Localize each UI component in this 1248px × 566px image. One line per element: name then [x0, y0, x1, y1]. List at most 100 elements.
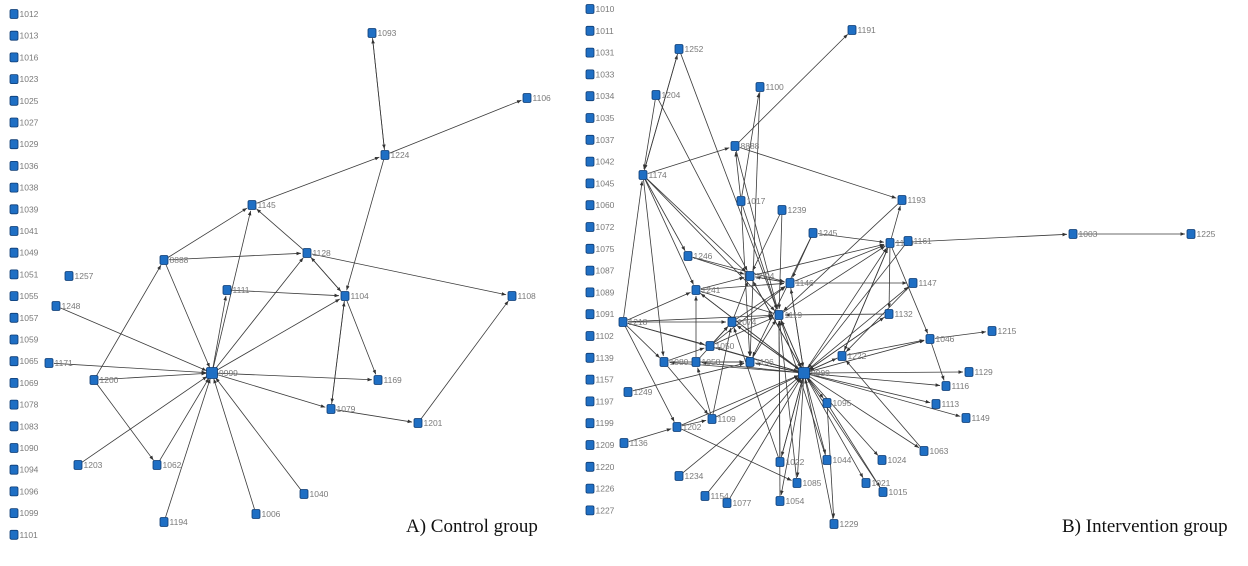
node-label: 1234 [685, 471, 704, 481]
isolate-node-intervention-1033: 1033 [585, 69, 615, 79]
node-marker [683, 251, 693, 261]
edge-intervention-1109-1074 [712, 327, 732, 415]
node-marker [9, 334, 19, 345]
node-intervention-1193: 1193 [897, 195, 926, 205]
edge-control-1145-1224 [256, 156, 380, 204]
node-marker [903, 236, 913, 246]
node-intervention-1046: 1046 [925, 334, 955, 344]
node-label: 1222 [848, 351, 867, 361]
node-label: 1215 [998, 326, 1017, 336]
node-marker [585, 113, 595, 123]
edge-intervention-9999-1046 [808, 339, 925, 373]
node-marker [774, 310, 784, 320]
node-marker [745, 271, 755, 281]
node-label: 1200 [100, 375, 119, 385]
isolate-node-intervention-1037: 1037 [585, 135, 615, 145]
edge-intervention-1241-1004 [700, 276, 745, 290]
node-intervention-1095: 1095 [822, 398, 852, 408]
node-marker [9, 9, 19, 19]
edge-intervention-1252-1174 [644, 53, 679, 170]
node-label: 8888 [741, 141, 760, 151]
node-intervention-1147: 1147 [908, 278, 937, 288]
edge-intervention-1189-1193 [890, 205, 901, 239]
edge-intervention-9999-1189 [806, 247, 888, 370]
node-marker [585, 374, 595, 385]
isolate-node-intervention-1042: 1042 [585, 157, 615, 167]
nodes-layer: 1012101310161023102510271029103610381039… [9, 4, 1216, 540]
node-label: 1038 [20, 183, 39, 193]
node-intervention-1003: 1003 [1068, 229, 1098, 239]
node-control-1171: 1171 [44, 358, 73, 368]
node-label: 1050 [716, 341, 735, 351]
node-marker [618, 317, 628, 327]
edge-intervention-1189-1003 [894, 232, 1068, 244]
edge-intervention-1147-1222 [845, 286, 910, 352]
node-marker [722, 498, 732, 508]
edge-intervention-1196-1119 [752, 319, 777, 358]
edge-intervention-1054-1119 [777, 320, 781, 497]
caption-intervention: B) Intervention group [1062, 516, 1228, 537]
edge-intervention-1222-1046 [846, 339, 925, 356]
node-marker [89, 375, 99, 385]
node-marker [585, 4, 595, 14]
node-marker [808, 228, 818, 238]
node-intervention-1080: 1080 [659, 357, 689, 367]
node-marker [373, 375, 383, 385]
node-label: 1074 [738, 317, 757, 327]
isolate-node-intervention-1227: 1227 [585, 505, 615, 515]
isolate-node-intervention-1157: 1157 [585, 374, 614, 385]
node-marker [251, 509, 261, 519]
node-intervention-1085: 1085 [792, 478, 822, 488]
edge-control-1248-9999 [60, 307, 207, 371]
edge-control-9999-1169 [216, 372, 373, 382]
edge-intervention-1080-1109 [666, 365, 709, 415]
node-label: 1145 [258, 200, 277, 210]
node-marker [585, 309, 595, 320]
node-marker [9, 204, 19, 215]
node-label: 1078 [20, 400, 39, 410]
node-label: 1201 [424, 418, 443, 428]
edge-control-1194-9999 [165, 378, 211, 518]
node-label: 1093 [378, 28, 397, 38]
edge-intervention-1050-1146 [713, 286, 786, 344]
node-intervention-1113: 1113 [931, 399, 959, 409]
isolate-node-intervention-1034: 1034 [585, 91, 615, 101]
node-control-1111: 1111 [222, 285, 250, 295]
node-label: 1169 [384, 375, 403, 385]
node-marker [798, 367, 810, 379]
edge-control-1203-9999 [81, 376, 208, 463]
edge-intervention-8888-1193 [739, 147, 897, 199]
node-marker [206, 367, 218, 379]
edge-intervention-1202-1109 [681, 419, 707, 427]
node-marker [672, 422, 682, 432]
node-label: 1241 [702, 285, 721, 295]
isolate-node-control-1078: 1078 [9, 400, 39, 410]
node-intervention-1191: 1191 [847, 25, 876, 35]
isolate-node-intervention-1010: 1010 [585, 4, 615, 14]
node-label: 1079 [337, 404, 356, 414]
isolate-node-control-1051: 1051 [9, 269, 39, 279]
edge-intervention-1174-1246 [645, 179, 686, 251]
node-control-1200: 1200 [89, 375, 119, 385]
node-intervention-1004: 1004 [745, 271, 775, 281]
node-marker [585, 396, 595, 407]
node-marker [302, 248, 312, 258]
isolate-node-control-1057: 1057 [9, 313, 39, 323]
node-marker [299, 489, 309, 499]
edge-intervention-1044-1119 [780, 320, 826, 456]
node-label: 1054 [786, 496, 805, 506]
edge-intervention-1046-1116 [931, 343, 945, 381]
isolate-node-control-1096: 1096 [9, 486, 39, 496]
node-intervention-1100: 1100 [755, 82, 784, 92]
node-marker [9, 226, 19, 236]
node-label: 1046 [936, 334, 955, 344]
node-marker [9, 529, 19, 540]
node-marker [691, 357, 701, 367]
edge-intervention-1202-1085 [681, 428, 792, 481]
node-label: 1060 [596, 200, 615, 210]
node-label: 9999 [219, 368, 238, 378]
node-intervention-1116: 1116 [941, 381, 969, 391]
edge-intervention-1174-8888 [647, 147, 730, 174]
node-label: 1246 [694, 251, 713, 261]
